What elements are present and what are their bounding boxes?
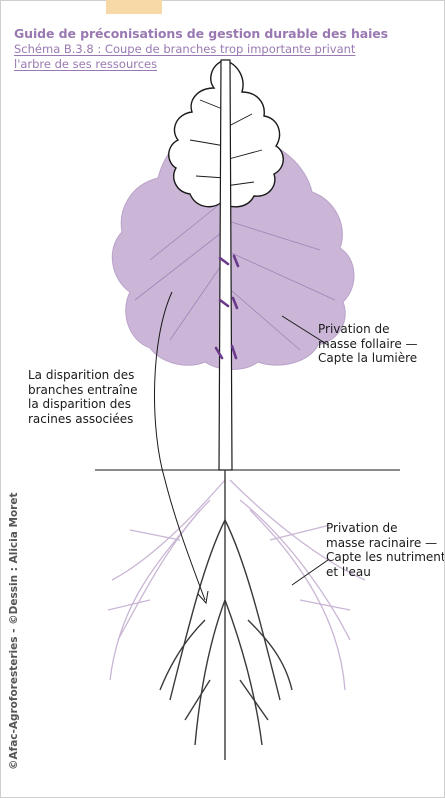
image-credit: ©Afac-Agroforesteries - ©Dessin : Alicia… xyxy=(8,493,20,770)
label-leaf-line-1: Privation de xyxy=(318,322,418,337)
leader-root xyxy=(292,560,328,585)
remaining-roots xyxy=(160,470,292,760)
trunk xyxy=(219,60,232,470)
label-root-line-4: et l'eau xyxy=(326,565,444,580)
label-left-line-1: La disparition des xyxy=(28,368,137,383)
label-branch-root-loss: La disparition des branches entraîne la … xyxy=(28,368,137,426)
label-root-line-1: Privation de xyxy=(326,521,444,536)
label-left-line-4: racines associées xyxy=(28,412,137,427)
label-root-line-2: masse racinaire — xyxy=(326,536,444,551)
label-left-line-2: branches entraîne xyxy=(28,383,137,398)
label-root-mass: Privation de masse racinaire — Capte les… xyxy=(326,521,444,579)
label-left-line-3: la disparition des xyxy=(28,397,137,412)
label-leaf-line-3: Capte la lumière xyxy=(318,351,418,366)
label-root-line-3: Capte les nutriments xyxy=(326,550,444,565)
label-leaf-line-2: masse follaire — xyxy=(318,337,418,352)
leader-left-arrow xyxy=(198,591,208,603)
removed-roots xyxy=(108,480,365,690)
label-leaf-mass: Privation de masse follaire — Capte la l… xyxy=(318,322,418,366)
